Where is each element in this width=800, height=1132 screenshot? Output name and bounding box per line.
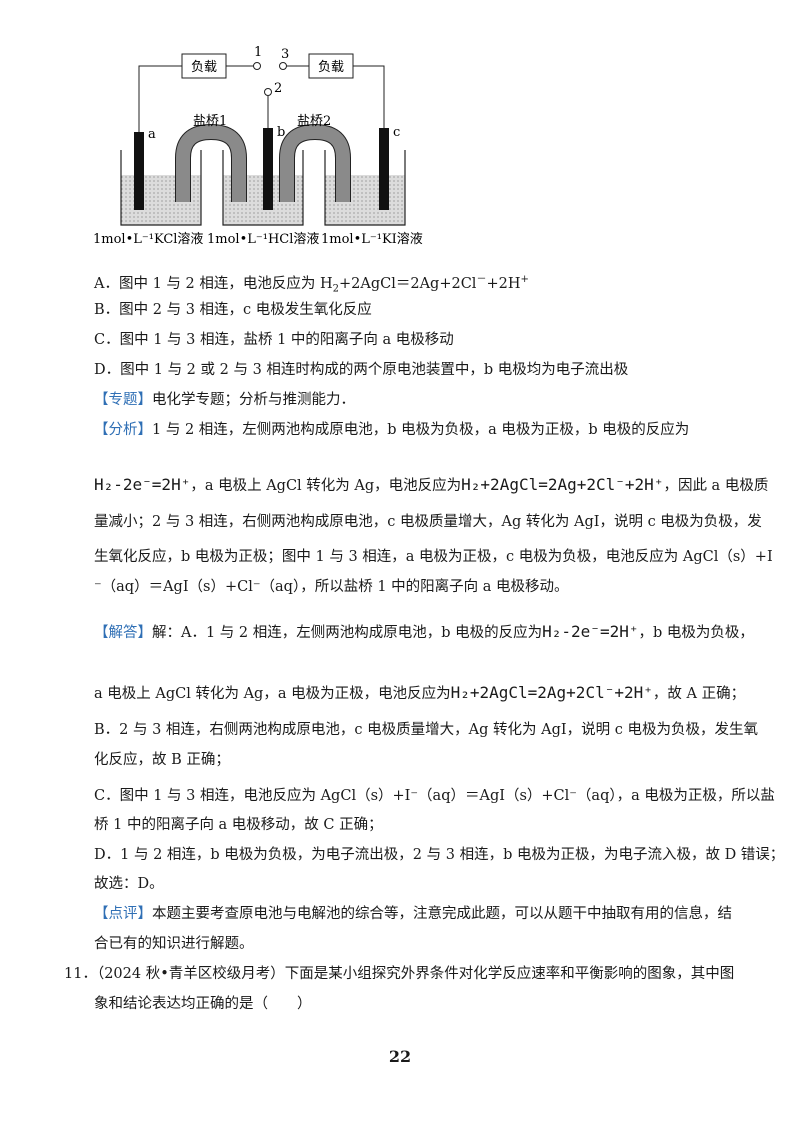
load-label-1: 负载 xyxy=(191,60,217,75)
analysis-line-1: 【分析】1 与 2 相连，左侧两池构成原电池，b 电极为负极，a 电极为正极，b… xyxy=(94,422,690,438)
electrochem-cell-diagram: 负载 负载 1 3 2 盐桥1 盐桥2 a b c 1mol•L⁻¹KCl溶液 … xyxy=(93,45,423,247)
analysis-line-3: 量减小；2 与 3 相连，右侧两池构成原电池，c 电极质量增大，Ag 转化为 A… xyxy=(94,514,762,530)
analysis-line-5: ⁻（aq）＝AgI（s）+Cl⁻（aq），所以盐桥 1 中的阳离子向 a 电极移… xyxy=(94,579,569,595)
answer-eq-1: H₂-2e⁻=2H⁺ xyxy=(542,622,639,641)
electrode-c xyxy=(379,128,389,210)
electrode-a-label: a xyxy=(148,127,156,142)
question-11-line-1: 11．（2024 秋•青羊区校级月考）下面是某小组探究外界条件对化学反应速率和平… xyxy=(64,966,735,982)
solution-label-2: 1mol•L⁻¹HCl溶液 xyxy=(207,232,319,247)
topic-tag: 【专题】 xyxy=(94,392,152,408)
option-c: C．图中 1 与 3 相连，盐桥 1 中的阳离子向 a 电极移动 xyxy=(94,332,454,348)
terminal-1-label: 1 xyxy=(254,45,262,60)
analysis-tag: 【分析】 xyxy=(94,422,152,438)
answer-tag: 【解答】 xyxy=(94,625,152,641)
question-number: 11． xyxy=(64,966,97,982)
electrode-b-label: b xyxy=(277,125,285,140)
load-label-2: 负载 xyxy=(318,60,344,75)
topic-line: 【专题】电化学专题；分析与推测能力． xyxy=(94,392,355,408)
electrode-b xyxy=(263,128,273,210)
question-11-line-2: 象和结论表达均正确的是（ ） xyxy=(94,996,312,1012)
solution-label-1: 1mol•L⁻¹KCl溶液 xyxy=(93,232,203,247)
page-number: 22 xyxy=(388,1047,412,1066)
answer-line-1: 【解答】解：A．1 与 2 相连，左侧两池构成原电池，b 电极的反应为H₂-2e… xyxy=(94,622,754,641)
beaker-3 xyxy=(324,150,406,226)
electrode-c-label: c xyxy=(393,125,400,140)
beaker-2 xyxy=(222,150,304,226)
terminal-3-label: 3 xyxy=(281,47,289,62)
option-a: A．图中 1 与 2 相连，电池反应为 H2+2AgCl＝2Ag+2Cl－+2H… xyxy=(94,274,529,295)
load-box-2 xyxy=(308,53,354,79)
salt-bridge-2-label: 盐桥2 xyxy=(297,114,331,129)
option-b: B．图中 2 与 3 相连，c 电极发生氧化反应 xyxy=(94,302,372,318)
comment-line-2: 合已有的知识进行解题。 xyxy=(94,936,254,952)
answer-line-8: 故选：D。 xyxy=(94,876,164,892)
answer-line-6: 桥 1 中的阳离子向 a 电极移动，故 C 正确； xyxy=(94,817,383,833)
answer-line-7: D．1 与 2 相连，b 电极为负极，为电子流出极，2 与 3 相连，b 电极为… xyxy=(94,847,785,863)
analysis-line-4: 生氧化反应，b 电极为正极；图中 1 与 3 相连，a 电极为正极，c 电极为负… xyxy=(94,549,773,565)
terminal-2-label: 2 xyxy=(274,81,282,96)
beaker-1 xyxy=(120,150,202,226)
option-d: D．图中 1 与 2 或 2 与 3 相连时构成的两个原电池装置中，b 电极均为… xyxy=(94,362,629,378)
electrode-a xyxy=(134,132,144,210)
answer-eq-2: H₂+2AgCl=2Ag+2Cl⁻+2H⁺ xyxy=(450,683,653,702)
answer-line-2: a 电极上 AgCl 转化为 Ag，a 电极为正极，电池反应为H₂+2AgCl=… xyxy=(94,683,746,702)
answer-line-3: B．2 与 3 相连，右侧两池构成原电池，c 电极质量增大，Ag 转化为 AgI… xyxy=(94,722,758,738)
analysis-eq-2: H₂+2AgCl=2Ag+2Cl⁻+2H⁺ xyxy=(461,475,664,494)
salt-bridge-1-label: 盐桥1 xyxy=(193,114,227,129)
comment-line-1: 【点评】本题主要考查原电池与电解池的综合等，注意完成此题，可以从题干中抽取有用的… xyxy=(94,906,732,922)
solution-label-3: 1mol•L⁻¹KI溶液 xyxy=(321,232,423,247)
terminal-1 xyxy=(253,62,261,70)
answer-line-4: 化反应，故 B 正确； xyxy=(94,752,230,768)
analysis-eq-1: H₂-2e⁻=2H⁺ xyxy=(94,475,191,494)
analysis-line-2: H₂-2e⁻=2H⁺，a 电极上 AgCl 转化为 Ag，电池反应为H₂+2Ag… xyxy=(94,475,769,494)
answer-line-5: C．图中 1 与 3 相连，电池反应为 AgCl（s）+I⁻（aq）＝AgI（s… xyxy=(94,788,775,804)
comment-tag: 【点评】 xyxy=(94,906,152,922)
terminal-3 xyxy=(279,62,287,70)
load-box-1 xyxy=(181,53,227,79)
terminal-2 xyxy=(264,88,272,96)
